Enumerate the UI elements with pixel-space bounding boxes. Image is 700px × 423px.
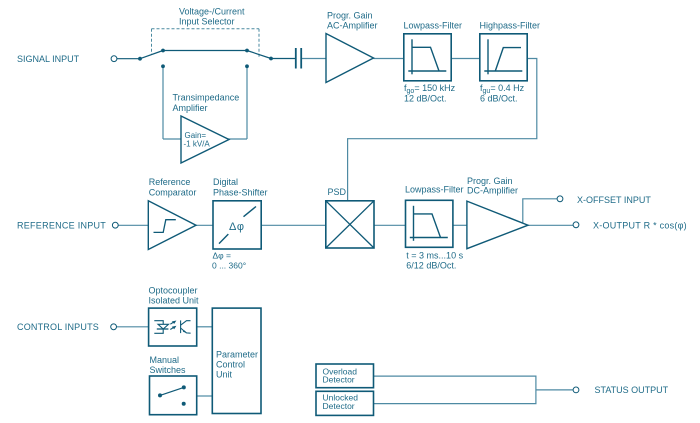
svg-text:PSD: PSD <box>328 187 347 197</box>
svg-text:Gain=: Gain= <box>185 131 207 140</box>
svg-text:X-OUTPUT R * cos(φ): X-OUTPUT R * cos(φ) <box>593 221 687 231</box>
svg-text:Overload: Overload <box>323 366 358 376</box>
svg-text:Lowpass-Filter: Lowpass-Filter <box>404 21 463 31</box>
svg-text:Manual: Manual <box>150 355 180 365</box>
svg-text:Input Selector: Input Selector <box>179 17 235 27</box>
svg-text:0 ... 360°: 0 ... 360° <box>212 260 246 270</box>
svg-text:Reference: Reference <box>149 177 191 187</box>
svg-text:Transimpedance: Transimpedance <box>173 93 240 103</box>
svg-text:Progr. Gain: Progr. Gain <box>327 11 373 21</box>
svg-text:fgu= 0.4 Hz: fgu= 0.4 Hz <box>480 83 525 95</box>
svg-text:REFERENCE INPUT: REFERENCE INPUT <box>17 220 106 230</box>
svg-text:Δφ: Δφ <box>229 221 245 233</box>
svg-text:Phase-Shifter: Phase-Shifter <box>213 187 268 197</box>
svg-text:Amplifier: Amplifier <box>173 103 208 113</box>
svg-text:X-OFFSET INPUT: X-OFFSET INPUT <box>577 195 651 205</box>
svg-text:DC-Amplifier: DC-Amplifier <box>467 186 518 196</box>
svg-text:Detector: Detector <box>323 375 355 385</box>
svg-text:CONTROL INPUTS: CONTROL INPUTS <box>17 322 99 332</box>
svg-text:Δφ =: Δφ = <box>213 251 232 261</box>
svg-text:Highpass-Filter: Highpass-Filter <box>480 21 541 31</box>
svg-text:-1 kV/A: -1 kV/A <box>184 140 211 149</box>
svg-text:Progr. Gain: Progr. Gain <box>467 176 513 186</box>
svg-text:STATUS OUTPUT: STATUS OUTPUT <box>595 385 669 395</box>
svg-text:6/12 dB/Oct.: 6/12 dB/Oct. <box>406 260 456 270</box>
svg-text:Comparator: Comparator <box>149 187 197 197</box>
svg-text:Switches: Switches <box>150 365 187 375</box>
svg-text:Optocoupler: Optocoupler <box>149 286 198 296</box>
svg-text:Detector: Detector <box>323 401 355 411</box>
svg-text:Parameter: Parameter <box>216 350 258 360</box>
svg-text:Digital: Digital <box>213 177 238 187</box>
svg-text:Isolated Unit: Isolated Unit <box>149 295 200 305</box>
svg-text:SIGNAL INPUT: SIGNAL INPUT <box>17 54 80 64</box>
svg-text:Control: Control <box>216 360 245 370</box>
svg-text:Unit: Unit <box>216 370 233 380</box>
svg-text:6 dB/Oct.: 6 dB/Oct. <box>480 93 518 103</box>
svg-text:AC-Amplifier: AC-Amplifier <box>327 20 378 30</box>
svg-text:Voltage-/Current: Voltage-/Current <box>179 7 245 17</box>
svg-text:t = 3 ms...10 s: t = 3 ms...10 s <box>406 250 463 260</box>
svg-text:fgo= 150 kHz: fgo= 150 kHz <box>404 83 456 95</box>
svg-text:Unlocked: Unlocked <box>323 393 359 403</box>
svg-text:Lowpass-Filter: Lowpass-Filter <box>405 185 464 195</box>
svg-text:12 dB/Oct.: 12 dB/Oct. <box>404 93 447 103</box>
